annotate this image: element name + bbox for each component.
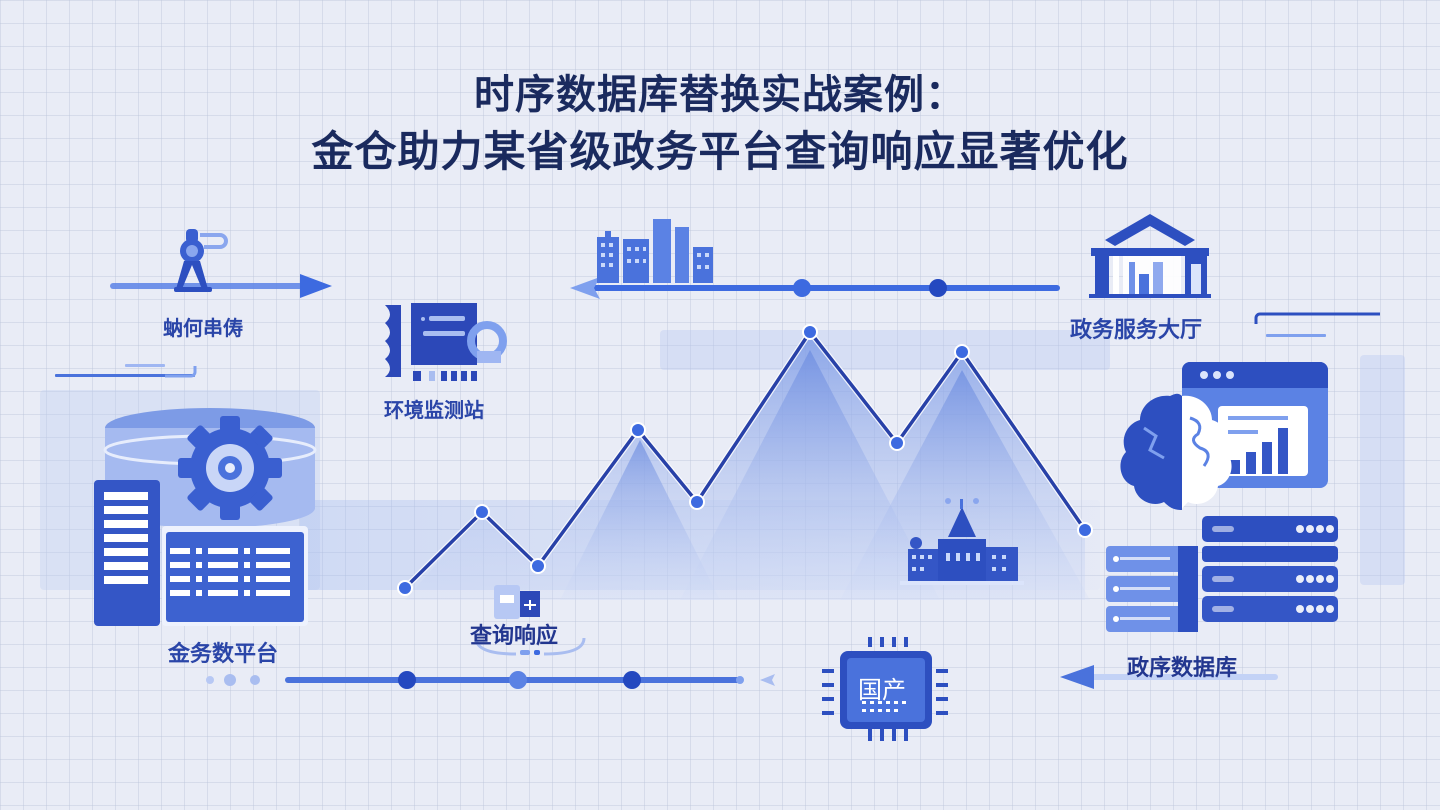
data-point — [689, 494, 705, 510]
bottom-right-flow-arrow — [1060, 665, 1278, 689]
mountain-area-back — [560, 440, 720, 600]
data-point — [889, 435, 905, 451]
capitol-building-icon — [900, 498, 1024, 585]
title-line-2: 金仓助力某省级政务平台查询响应显著优化 — [311, 127, 1129, 176]
city-buildings-icon — [597, 219, 713, 283]
mountain-area-back — [840, 370, 1090, 600]
data-point — [397, 580, 413, 596]
flow-dot — [793, 279, 811, 297]
government-building-icon — [1089, 214, 1211, 298]
top-left-flow-arrow — [110, 274, 332, 298]
data-point — [530, 558, 546, 574]
ai-brain-server-icon — [1106, 362, 1338, 632]
decorative-bracket — [55, 364, 197, 378]
business-platform-label: 金务数平台 — [168, 642, 279, 667]
data-point — [954, 344, 970, 360]
service-hall-label: 政务服务大厅 — [1070, 318, 1203, 343]
chip-label: 国产 — [858, 676, 906, 704]
camera-label: 蚋何串俦 — [163, 316, 243, 340]
data-point — [474, 504, 490, 520]
title-line-1: 时序数据库替换实战案例： — [474, 72, 966, 118]
chip-icon — [822, 637, 948, 741]
database-gear-icon — [94, 408, 317, 626]
timeseries-db-label: 政序数据库 — [1127, 656, 1238, 681]
data-point — [1077, 522, 1093, 538]
flow-dot — [398, 671, 416, 689]
query-bubble — [474, 637, 586, 656]
query-response-label: 查询响应 — [470, 624, 559, 649]
bottom-flow-line — [206, 671, 775, 689]
query-window-icon — [494, 585, 540, 619]
environment-station-label: 环境监测站 — [384, 398, 484, 422]
monitoring-station-icon — [385, 303, 507, 381]
data-point — [802, 324, 818, 340]
decorative-bracket — [1254, 312, 1380, 337]
flow-dot — [623, 671, 641, 689]
top-flow-arrow — [570, 277, 1060, 299]
bg-band — [660, 330, 1110, 370]
flow-dot — [929, 279, 947, 297]
data-point — [630, 422, 646, 438]
bg-band — [1360, 355, 1405, 585]
surveillance-camera-icon — [174, 229, 228, 292]
flow-dot — [509, 671, 527, 689]
